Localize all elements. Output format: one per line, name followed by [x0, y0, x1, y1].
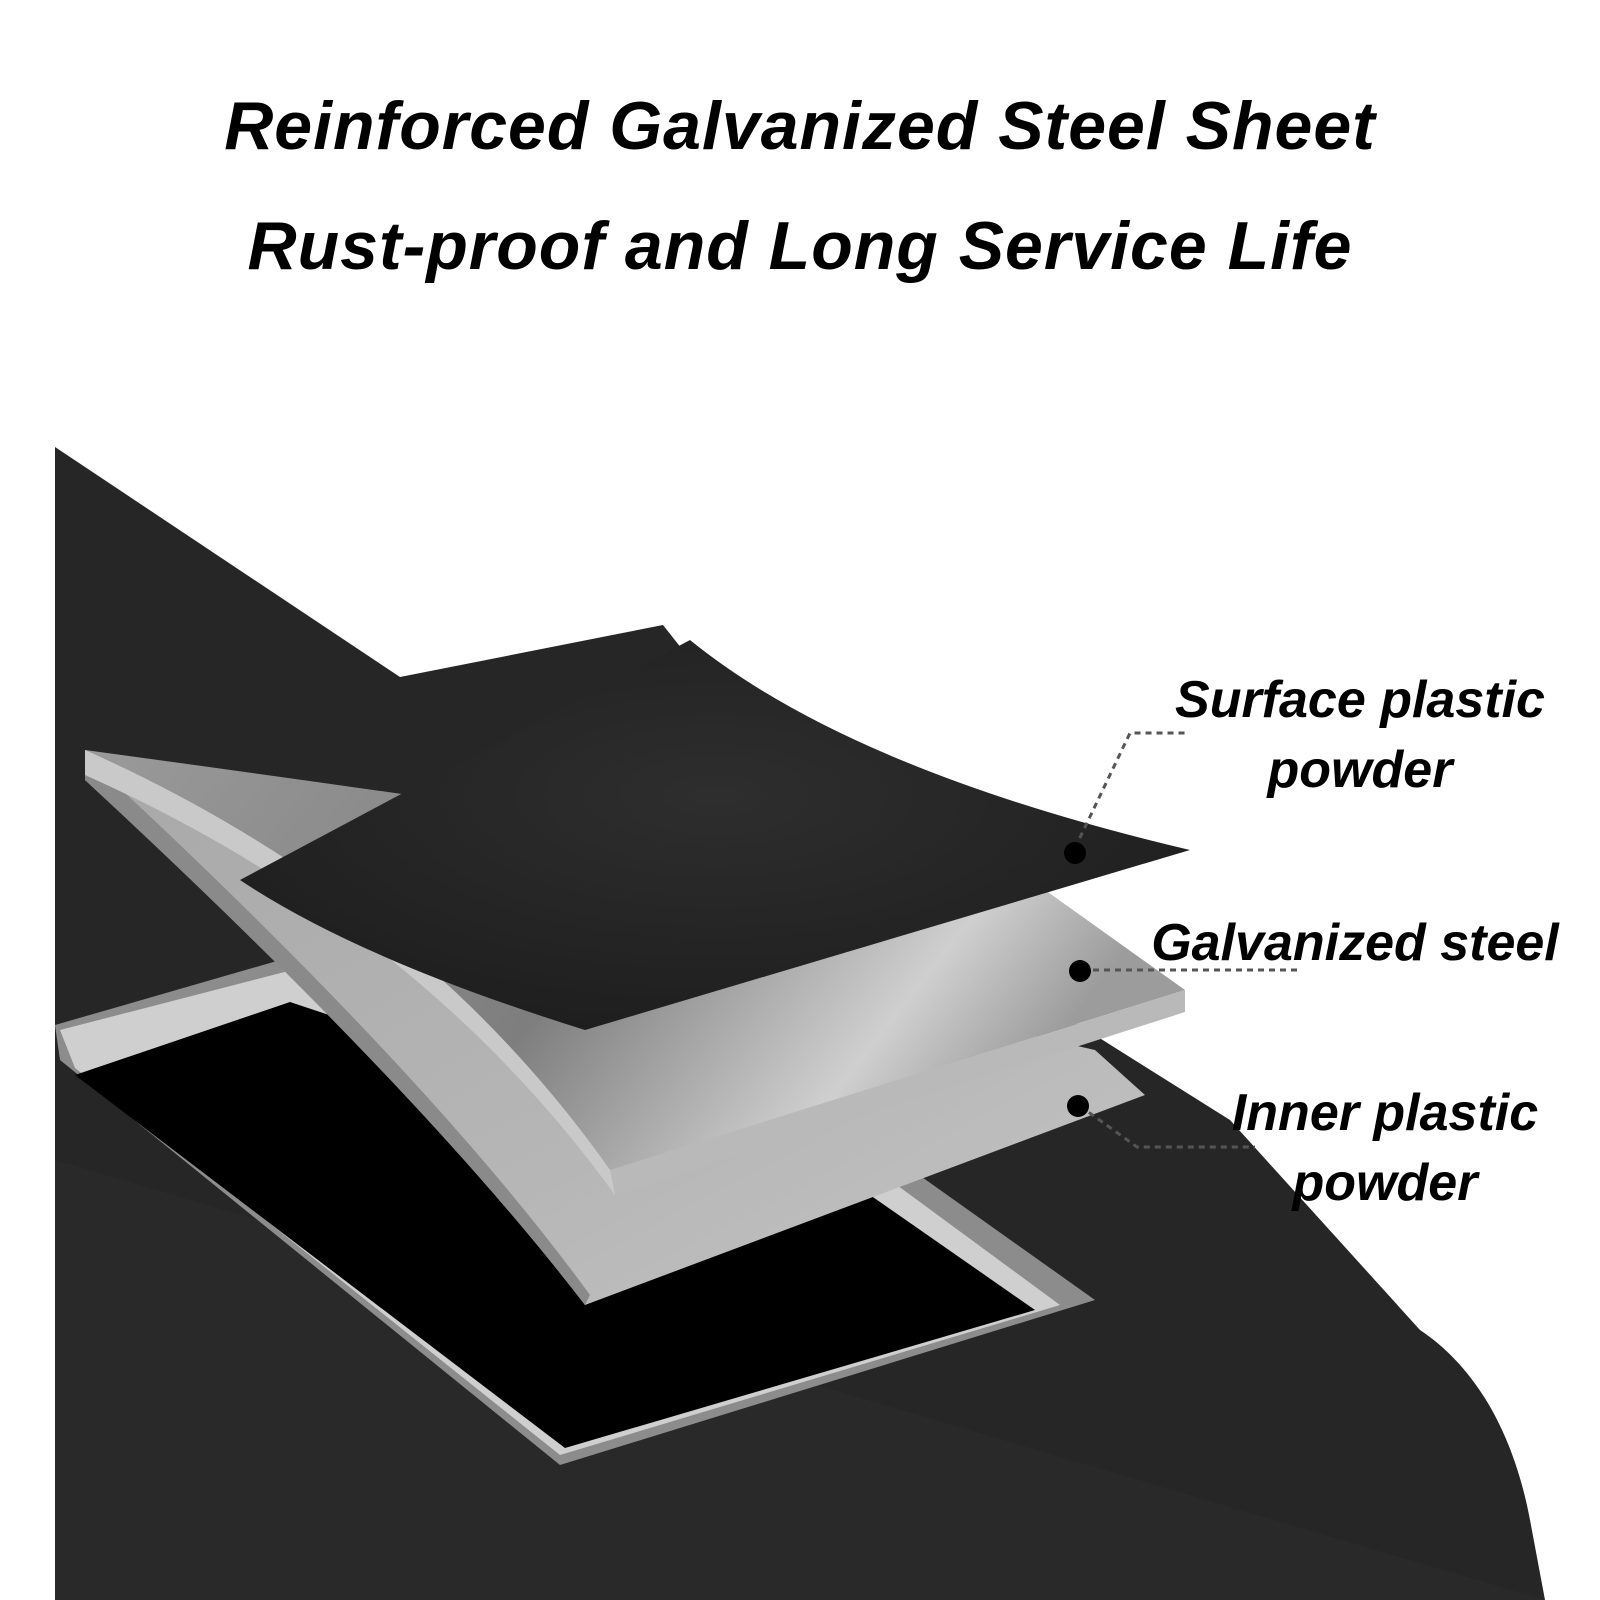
inner-plastic-layer-edge — [85, 750, 590, 1305]
label-surface-line-2: powder — [1267, 741, 1453, 799]
galvanized-steel-side-edge — [85, 750, 615, 1195]
label-surface-line-1: Surface plastic — [1175, 671, 1545, 729]
inner-marker-icon — [1067, 1095, 1089, 1117]
label-galvanized-steel: Galvanized steel — [1120, 908, 1590, 978]
label-surface-plastic-powder: Surface plastic powder — [1140, 665, 1580, 805]
surface-plastic-layer — [240, 640, 1190, 1030]
label-inner-line-2: powder — [1292, 1154, 1478, 1212]
headline-line-2: Rust-proof and Long Service Life — [247, 208, 1353, 284]
leader-line-surface — [1073, 731, 1188, 849]
headline-line-1: Reinforced Galvanized Steel Sheet — [224, 88, 1376, 164]
leader-line-inner — [1079, 1104, 1255, 1149]
label-inner-plastic-powder: Inner plastic powder — [1175, 1078, 1595, 1218]
label-galvanized-line-1: Galvanized steel — [1151, 914, 1559, 972]
label-inner-line-1: Inner plastic — [1231, 1084, 1539, 1142]
surface-marker-icon — [1064, 842, 1086, 864]
galvanized-marker-icon — [1069, 960, 1091, 982]
galvanized-steel-front-edge — [610, 990, 1185, 1195]
